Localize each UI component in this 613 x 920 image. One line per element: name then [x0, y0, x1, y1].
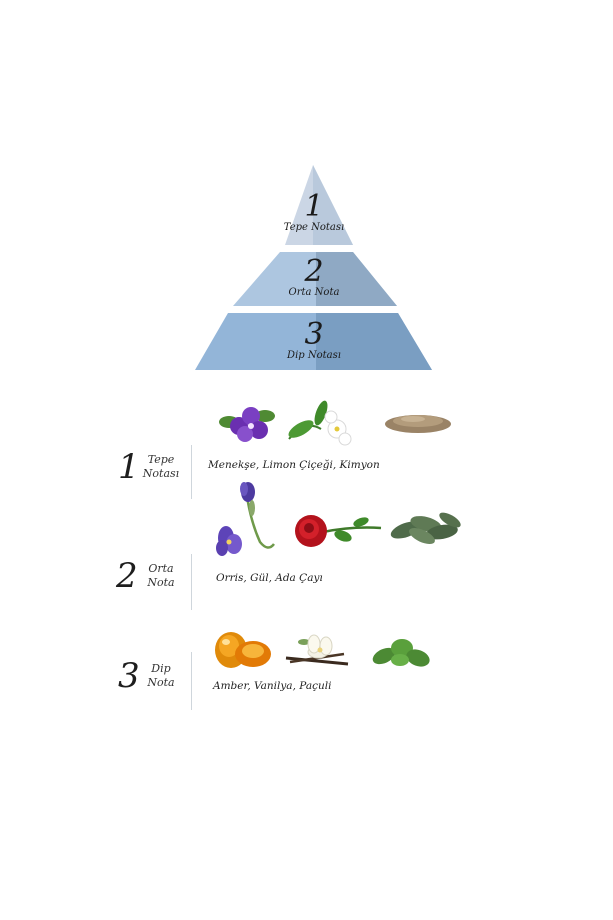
note-row-top: 1 Tepe Notası Menekşe, Limon Çiçeği, Kim…	[0, 395, 613, 505]
vanilla-flower-icon	[285, 634, 349, 666]
note-row-base-label-line2: Nota	[147, 676, 175, 689]
note-row-middle-label-line1: Orta	[148, 562, 174, 575]
pyramid-tier-3-shade	[316, 313, 432, 370]
cumin-seeds-icon	[385, 415, 451, 433]
note-row-base: 3 Dip Nota Amber, Vanilya, Paçuli	[0, 620, 613, 720]
lemon-blossom-icon	[288, 400, 352, 446]
note-row-middle-number: 2	[116, 556, 138, 596]
note-row-top-number: 1	[118, 447, 140, 487]
pyramid-tier-1-shade	[313, 165, 353, 245]
pyramid-tier-2-shade	[316, 252, 397, 306]
pyramid-graphic	[195, 165, 432, 370]
fragrance-pyramid: 1 Tepe Notası 2 Orta Nota 3 Dip Notası	[0, 0, 613, 400]
note-row-base-divider	[191, 652, 192, 710]
note-row-top-ingredients: Menekşe, Limon Çiçeği, Kimyon	[208, 459, 380, 471]
note-row-top-label-line2: Notası	[142, 467, 180, 480]
sage-leaves-icon	[390, 512, 461, 545]
pyramid-tier-2-number: 2	[304, 254, 324, 289]
pyramid-tier-3-number: 3	[304, 317, 324, 352]
patchouli-leaves-icon	[372, 639, 430, 667]
note-row-base-number: 3	[118, 656, 140, 696]
note-row-base-label-line1: Dip	[151, 662, 171, 675]
iris-flower-icon	[216, 482, 275, 556]
pyramid-tier-3-label: Dip Notası	[287, 350, 341, 361]
amber-stone-icon	[215, 632, 271, 668]
note-row-middle-label-line2: Nota	[147, 576, 175, 589]
note-row-middle-label: Orta Nota	[139, 562, 183, 590]
note-row-base-label: Dip Nota	[139, 662, 183, 690]
note-row-middle: 2 Orta Nota Orris, Gül, Ada Çayı	[0, 480, 613, 615]
note-row-middle-divider	[191, 554, 192, 610]
pyramid-tier-1-text: 1 Tepe Notası	[278, 192, 350, 234]
violet-flower-icon	[219, 407, 275, 442]
pyramid-tier-2-label: Orta Nota	[288, 287, 340, 298]
pyramid-tier-1-label: Tepe Notası	[283, 222, 345, 233]
pyramid-tier-3-text: 3 Dip Notası	[278, 320, 350, 362]
note-row-middle-ingredients: Orris, Gül, Ada Çayı	[216, 572, 323, 584]
note-row-base-ingredients: Amber, Vanilya, Paçuli	[213, 680, 332, 692]
note-row-top-divider	[191, 445, 192, 499]
pyramid-tier-2-text: 2 Orta Nota	[278, 257, 350, 299]
note-row-top-label: Tepe Notası	[139, 453, 183, 481]
red-rose-icon	[295, 515, 382, 547]
note-row-top-label-line1: Tepe	[147, 453, 175, 466]
pyramid-tier-1-number: 1	[304, 189, 324, 224]
